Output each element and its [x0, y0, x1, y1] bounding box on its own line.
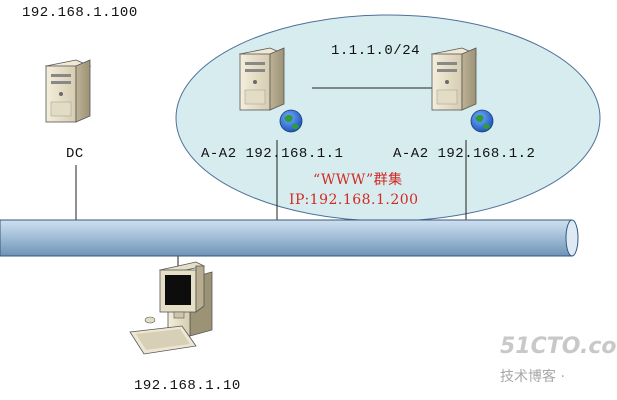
node1-server-icon	[239, 47, 285, 111]
cluster-ip-label: IP:192.168.1.200	[289, 192, 419, 208]
dc-server-icon	[45, 59, 91, 123]
client-ip-label: 192.168.1.10	[134, 378, 241, 394]
dc-name-label: DC	[66, 146, 84, 162]
cluster-name-label: “WWW”群集	[313, 172, 403, 188]
node2-globe-icon	[470, 109, 494, 133]
subnet-label: 1.1.1.0/24	[331, 43, 421, 59]
node2-server-icon	[431, 47, 477, 111]
node1-label: A-A2 192.168.1.1	[201, 146, 344, 162]
watermark-site: 51CTO.co	[500, 334, 617, 359]
node2-label: A-A2 192.168.1.2	[393, 146, 536, 162]
network-bus	[0, 219, 579, 257]
client-computer-icon	[129, 261, 213, 355]
network-diagram	[0, 14, 601, 355]
dc-ip-label: 192.168.1.100	[22, 5, 138, 21]
watermark-sub: 技术博客 ·	[500, 369, 565, 385]
node1-globe-icon	[279, 109, 303, 133]
